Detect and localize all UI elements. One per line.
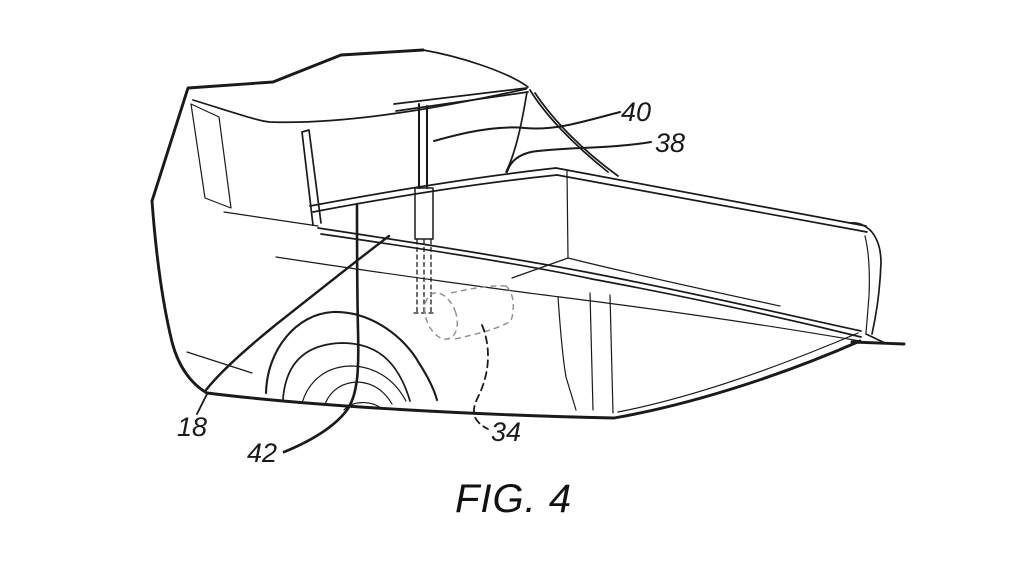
cylinder-left-cap: [423, 292, 459, 340]
cab-b-pillar: [301, 129, 322, 226]
leader-42: [282, 202, 360, 454]
bed-shoulder-line: [275, 256, 861, 342]
cab-roof-outline: [150, 48, 425, 203]
mast-upper: [417, 102, 429, 190]
ref-numeral-34: 34: [491, 417, 521, 447]
quarter-panel-character-line: [204, 234, 391, 392]
cab-front-body-edge: [150, 199, 209, 395]
rear-corner-foot: [865, 333, 886, 344]
cab-roof-rear-edge: [393, 87, 529, 112]
bottom-edge-inner-line: [617, 332, 859, 413]
cylinder-body: [450, 285, 512, 340]
rear-corner-post: [870, 230, 882, 335]
tire-arc-inner: [324, 381, 393, 405]
ref-numeral-18: 18: [177, 412, 207, 442]
ground-shadow-line: [850, 340, 906, 346]
cargo-bed: [205, 167, 906, 420]
figure-caption: FIG. 4: [455, 477, 572, 521]
leader-lines: [196, 111, 652, 454]
hidden-cylinder: [423, 285, 514, 340]
ref-numeral-38: 38: [655, 128, 685, 158]
rear-corner-post-inner: [864, 235, 870, 334]
rear-corner-cap: [849, 222, 872, 232]
bed-near-rail: [317, 227, 862, 338]
ref-numeral-42: 42: [247, 438, 277, 468]
leader-38: [506, 141, 652, 173]
body-panel-pointer-line: [186, 351, 253, 374]
mast: [413, 102, 435, 314]
tire-contact-arc: [343, 402, 382, 411]
cab-beltline: [223, 211, 319, 227]
mast-collar: [414, 187, 434, 240]
bed-interior-front-corner: [566, 170, 569, 259]
reference-numerals: 40 38 18 42 34: [177, 97, 685, 468]
bed-far-rail: [555, 167, 868, 233]
ref-numeral-40: 40: [621, 97, 651, 127]
cab-c-pillar: [529, 89, 619, 177]
cab-roof-corner: [422, 49, 529, 88]
wheel-arch: [186, 234, 439, 411]
leader-34: [472, 324, 489, 430]
leader-18: [196, 393, 208, 415]
cylinder-right-cap: [505, 285, 514, 322]
bed-front-top-edge: [309, 167, 558, 213]
cab-quarter-window: [190, 103, 232, 209]
cab-rear-right-edge: [505, 91, 528, 173]
wheel-arch-inner-lip: [282, 342, 411, 402]
bedside-seam-lines: [557, 292, 614, 414]
cab: [150, 48, 619, 395]
leader-40: [433, 111, 621, 142]
wheel-arch-outer: [264, 310, 439, 402]
tire-arc-outer: [301, 365, 407, 404]
body-bottom-edge: [205, 339, 862, 420]
